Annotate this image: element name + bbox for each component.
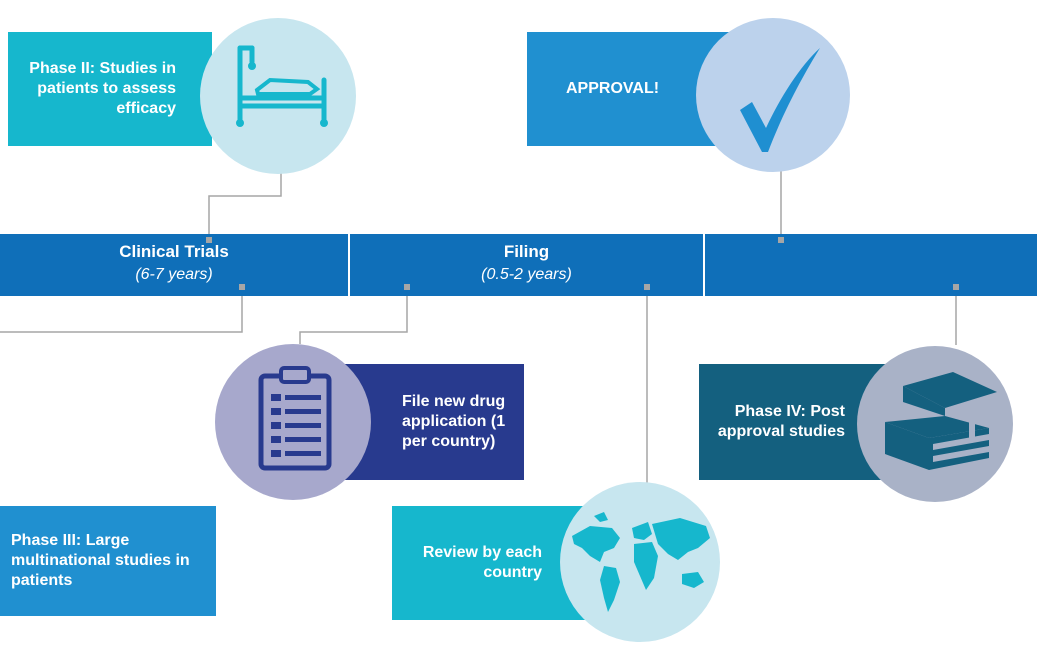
review-card: Review by each country <box>392 506 592 620</box>
phase-4-text: Phase IV: Post approval studies <box>717 403 845 440</box>
timeline-stage-clinical-trials: Clinical Trials (6-7 years) <box>0 234 348 296</box>
checkmark-icon <box>740 48 820 152</box>
books-icon <box>885 372 997 470</box>
phase-2-icon-circle <box>200 18 356 174</box>
phase-3-card: Phase III: Large multinational studies i… <box>0 506 216 616</box>
stage-duration: (6-7 years) <box>135 266 213 283</box>
approval-text: APPROVAL! <box>566 80 660 97</box>
phase-4-icon-circle <box>857 346 1013 502</box>
phase-3-text: Phase III: Large multinational studies i… <box>11 532 190 589</box>
world-map-icon <box>572 512 710 612</box>
hospital-bed-icon <box>236 45 328 127</box>
review-text: Review by each country <box>422 544 542 581</box>
phase-2-text: Phase II: Studies in patients to assess … <box>29 60 176 117</box>
clipboard-icon <box>258 366 332 471</box>
phase-2-card: Phase II: Studies in patients to assess … <box>8 32 212 146</box>
file-nda-text: File new drug application (1 per country… <box>402 393 506 450</box>
stage-duration: (0.5-2 years) <box>481 266 572 283</box>
approval-icon-circle <box>696 18 850 172</box>
timeline-stage-post-approval <box>705 234 1037 296</box>
review-icon-circle <box>560 482 720 642</box>
file-nda-icon-circle <box>215 344 371 500</box>
stage-title: Filing <box>503 242 550 261</box>
stage-title: Clinical Trials <box>119 242 229 261</box>
